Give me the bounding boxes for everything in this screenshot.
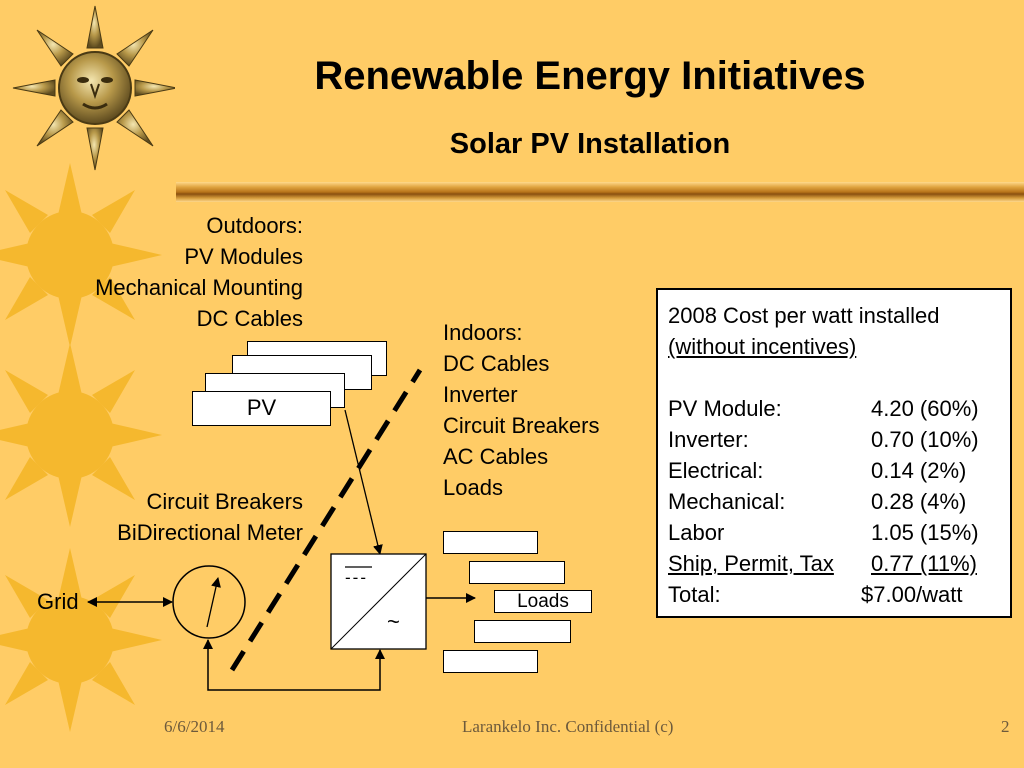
pv-to-inverter-wire (344, 409, 383, 555)
cost-table: 2008 Cost per watt installed (without in… (656, 288, 1012, 618)
breakers-item: Circuit Breakers (146, 489, 303, 514)
indoors-item: Circuit Breakers (443, 413, 600, 438)
loads-label: Loads (517, 591, 569, 612)
cost-heading: 2008 Cost per watt installed (668, 303, 940, 328)
cost-subheading: (without incentives) (668, 334, 857, 359)
inverter-icon (330, 553, 427, 650)
load-box (469, 561, 565, 584)
load-box (443, 650, 538, 673)
cost-row-label: Ship, Permit, Tax (668, 551, 834, 576)
cost-total-row: Total: $7.00/watt (668, 579, 1000, 610)
outdoors-item: PV Modules (184, 244, 303, 269)
sun-icon (0, 343, 162, 527)
outdoors-heading: Outdoors: (206, 213, 303, 238)
inverter-dc-symbol: --- (345, 568, 368, 587)
sun-icon (0, 548, 162, 732)
indoors-item: AC Cables (443, 444, 549, 469)
outdoors-item: DC Cables (196, 306, 303, 331)
sun-decoration-column (0, 5, 175, 732)
outdoors-item: Mechanical Mounting (95, 275, 303, 300)
footer-page-number: 2 (1001, 717, 1010, 736)
outdoors-label-group: Outdoors: PV Modules Mechanical Mounting… (40, 210, 303, 334)
cost-row: PV Module: 4.20 (60%) (668, 393, 1000, 424)
indoor-outdoor-boundary (229, 368, 423, 672)
load-box (443, 531, 538, 554)
cost-total-value: $7.00/watt (861, 582, 963, 607)
footer-date: 6/6/2014 (164, 717, 225, 736)
cost-total-label: Total: (668, 582, 721, 607)
cost-row-label: Mechanical: (668, 489, 786, 514)
load-box (474, 620, 571, 643)
grid-label: Grid (37, 589, 79, 614)
loads-label-box: Loads (494, 590, 592, 613)
slide-subtitle: Solar PV Installation (449, 128, 731, 160)
cost-row-value: 0.28 (4%) (871, 489, 967, 514)
sun-icon (0, 163, 162, 347)
cost-row: Labor 1.05 (15%) (668, 517, 1000, 548)
footer-company: Larankelo Inc. Confidential (c) (462, 717, 674, 736)
inverter-to-meter-wire (203, 639, 385, 691)
cost-row-label: Labor (668, 520, 725, 545)
indoors-item: Loads (443, 475, 503, 500)
breakers-item: BiDirectional Meter (117, 520, 303, 545)
cost-row-label: PV Module: (668, 396, 782, 421)
indoors-item: Inverter (443, 382, 518, 407)
cost-row: Inverter: 0.70 (10%) (668, 424, 1000, 455)
cost-row-label: Electrical: (668, 458, 764, 483)
indoors-heading: Indoors: (443, 320, 523, 345)
cost-row: Electrical: 0.14 (2%) (668, 455, 1000, 486)
indoors-item: DC Cables (443, 351, 550, 376)
cost-row: Ship, Permit, Tax 0.77 (11%) (668, 548, 1000, 579)
cost-row-value: 0.14 (2%) (871, 458, 967, 483)
cost-row-value: 0.77 (11%) (871, 551, 977, 576)
cost-row-value: 4.20 (60%) (871, 396, 979, 421)
bidirectional-meter-icon (172, 565, 246, 639)
inverter-ac-symbol: ~ (387, 609, 400, 634)
cost-row-label: Inverter: (668, 427, 749, 452)
slide-title: Renewable Energy Initiatives (314, 54, 866, 98)
title-divider (176, 182, 1024, 202)
cost-row-value: 0.70 (10%) (871, 427, 979, 452)
cost-row: Mechanical: 0.28 (4%) (668, 486, 1000, 517)
cost-row-value: 1.05 (15%) (871, 520, 979, 545)
breakers-label-group: Circuit Breakers BiDirectional Meter (40, 486, 303, 548)
indoors-label-group: Indoors: DC Cables Inverter Circuit Brea… (443, 317, 643, 503)
bronze-sun-icon (12, 5, 175, 171)
pv-module-front: PV (192, 391, 331, 426)
